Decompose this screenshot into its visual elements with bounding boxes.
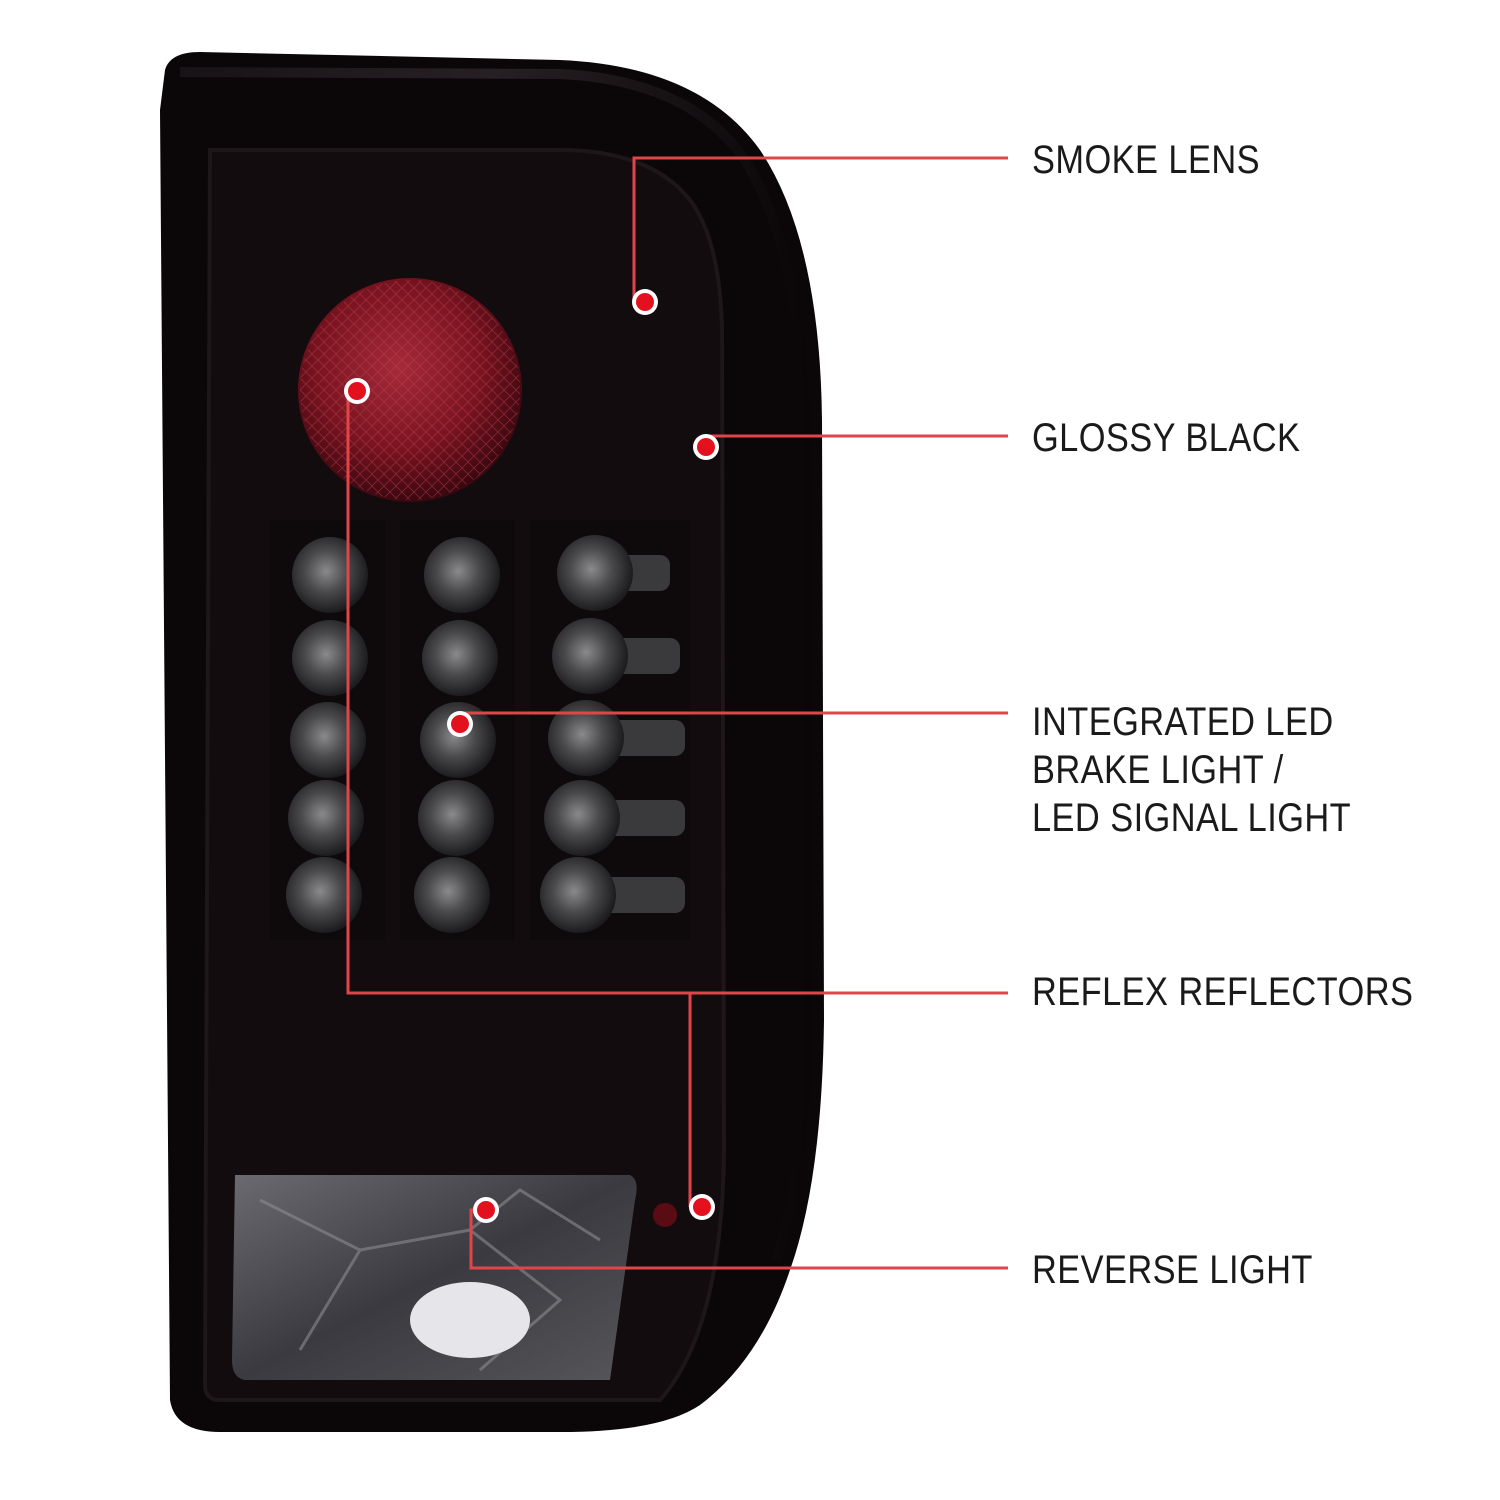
callout-dot: [477, 1201, 495, 1219]
reverse-light-label: REVERSE LIGHT: [1032, 1248, 1313, 1292]
led-column-middle: [414, 537, 500, 933]
housing-rim-highlight: [179, 67, 814, 1264]
reflector-pattern: [300, 280, 520, 500]
led-bulb: [548, 700, 624, 776]
led-bulb: [292, 537, 368, 613]
amber-side-marker: [653, 1203, 677, 1227]
glossy-black-label: GLOSSY BLACK: [1032, 416, 1301, 460]
smoke-lens-label: SMOKE LENS: [1032, 138, 1260, 182]
callout-dot: [636, 293, 654, 311]
led-bulb: [290, 702, 366, 778]
led-bulb: [288, 780, 364, 856]
led-bulb: [424, 537, 500, 613]
callout-dot: [451, 715, 469, 733]
integrated-led-line1: INTEGRATED LED: [1032, 700, 1334, 744]
led-bulb: [422, 620, 498, 696]
led-bulb: [418, 780, 494, 856]
callout-dot: [693, 1198, 711, 1216]
reflex-reflectors-label: REFLEX REFLECTORS: [1032, 970, 1414, 1014]
led-bulb: [292, 620, 368, 696]
callout-dots: [344, 289, 719, 1223]
led-bulb: [286, 857, 362, 933]
integrated-led-line2: BRAKE LIGHT /: [1032, 748, 1284, 792]
led-bulb: [414, 857, 490, 933]
led-bulb: [544, 780, 620, 856]
led-bulb: [540, 857, 616, 933]
led-bulb: [557, 535, 633, 611]
callout-dot: [348, 382, 366, 400]
integrated-led-label: INTEGRATED LED BRAKE LIGHT / LED SIGNAL …: [1032, 698, 1351, 842]
led-column-right: [540, 535, 685, 933]
reverse-light-bulb: [410, 1282, 530, 1358]
led-bulb: [552, 618, 628, 694]
led-bulb: [420, 702, 496, 778]
reverse-light-lens: [232, 1175, 637, 1380]
integrated-led-line3: LED SIGNAL LIGHT: [1032, 796, 1352, 840]
callout-dot: [697, 438, 715, 456]
